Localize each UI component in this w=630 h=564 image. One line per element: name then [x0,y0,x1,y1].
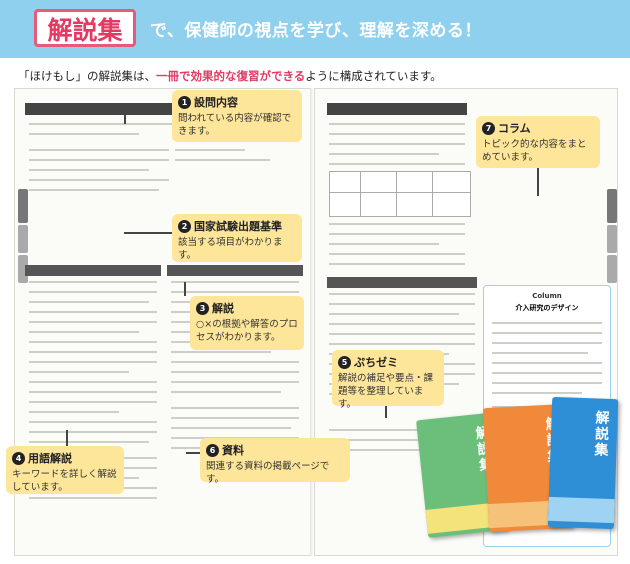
answer-bar [25,265,161,276]
callout-connector [186,452,200,454]
callout-connector [66,430,68,448]
column-title: 介入研究のデザイン [515,304,579,312]
answer-bar [167,265,303,276]
callout-connector [124,104,172,106]
side-tab [607,255,617,283]
data-table [329,171,471,217]
question-bar [327,103,467,115]
lead-highlight: 一冊で効果的な復習ができる [156,69,306,83]
answer-bar [327,277,477,288]
banner-headline: で、保健師の視点を学び、理解を深める！ [150,21,482,41]
lead-text: 「ほけもし」の解説集は、一冊で効果的な復習ができるように構成されています。 [18,69,442,83]
callout-number: 3 [196,301,209,315]
book-spread: Column 介入研究のデザイン 解説集 解説集 解説集 [14,88,619,558]
side-tab [607,189,617,223]
side-tab [607,225,617,253]
callout-number: 7 [482,121,495,135]
callout-number: 2 [178,219,191,233]
question-bar [25,103,175,115]
side-tab [18,255,28,283]
callout-number: 6 [206,443,219,457]
column-label: Column [532,292,562,300]
callout-number: 4 [12,451,25,465]
side-tab [18,225,28,253]
callout-connector [537,168,539,196]
callout-connector [124,104,126,124]
callout-number: 5 [338,355,351,369]
book-cover-blue: 解説集 [547,396,619,530]
callout-number: 1 [178,95,191,109]
callout-connector [385,404,387,418]
banner-tag: 解説集 [34,9,136,47]
callout-connector [184,282,186,296]
header-banner: 解説集 で、保健師の視点を学び、理解を深める！ [0,0,630,58]
callout-connector [124,232,172,234]
side-tab [18,189,28,223]
